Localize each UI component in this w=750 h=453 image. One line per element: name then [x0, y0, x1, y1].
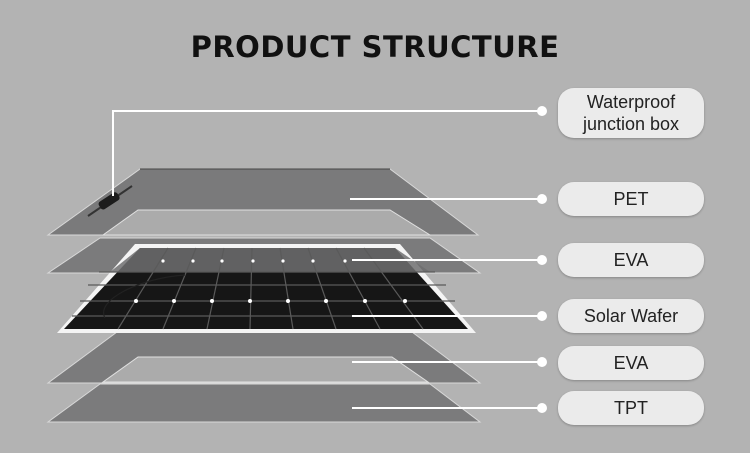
label-eva-bottom: EVA: [558, 346, 704, 380]
label-eva-top: EVA: [558, 243, 704, 277]
connector-dot: [537, 311, 547, 321]
connector-dot: [537, 194, 547, 204]
page-title: PRODUCT STRUCTURE: [190, 30, 560, 64]
label-solar-wafer: Solar Wafer: [558, 299, 704, 333]
label-junction-box: Waterproof junction box: [558, 88, 704, 138]
connector-dot: [537, 357, 547, 367]
tpt-layer: [46, 383, 482, 423]
junction-box-icon: [87, 185, 133, 217]
solar-wafer-panel: [57, 244, 476, 333]
label-pet: PET: [558, 182, 704, 216]
label-tpt: TPT: [558, 391, 704, 425]
connector-dot: [537, 403, 547, 413]
leader-lines: [112, 110, 540, 409]
connector-dot: [537, 255, 547, 265]
light-layer: [101, 209, 432, 236]
connector-dot: [537, 106, 547, 116]
